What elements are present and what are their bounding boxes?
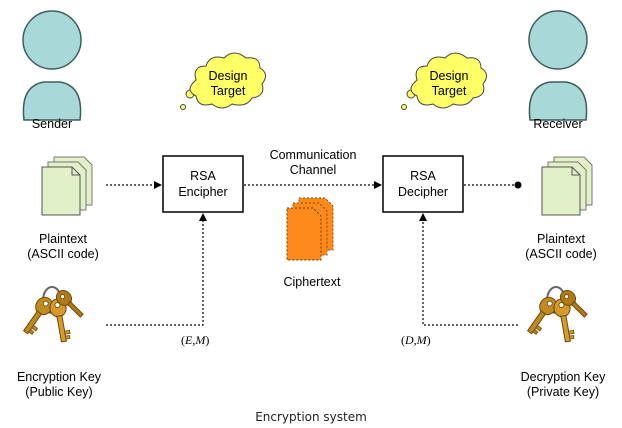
rsa-encipher-box xyxy=(162,155,244,213)
figure-caption: Encryption system xyxy=(255,410,367,424)
sender-icon xyxy=(22,10,82,121)
plaintext-label-left: Plaintext(ASCII code) xyxy=(27,232,99,261)
plaintext-label-right: Plaintext(ASCII code) xyxy=(525,232,597,261)
receiver-icon xyxy=(528,10,588,121)
plaintext-document-right-icon xyxy=(541,156,593,216)
encryption-key-icon xyxy=(18,286,88,344)
decryption-key-label: Decryption Key(Private Key) xyxy=(520,370,606,399)
encryption-key-label: Encryption Key(Public Key) xyxy=(16,370,102,399)
public-key-pair-label: (E,M) xyxy=(181,333,210,347)
decryption-key-icon xyxy=(522,286,592,344)
private-key-pair-label: (D,M) xyxy=(401,333,431,347)
receiver-label: Receiver xyxy=(533,117,583,131)
private-key-arrow xyxy=(419,213,518,326)
ciphertext-icon xyxy=(286,197,334,261)
sender-label: Sender xyxy=(31,117,73,131)
rsa-decipher-box xyxy=(382,155,464,213)
public-key-arrow xyxy=(106,213,207,326)
plaintext-document-left-icon xyxy=(41,156,93,216)
ciphertext-label: Ciphertext xyxy=(283,275,341,289)
